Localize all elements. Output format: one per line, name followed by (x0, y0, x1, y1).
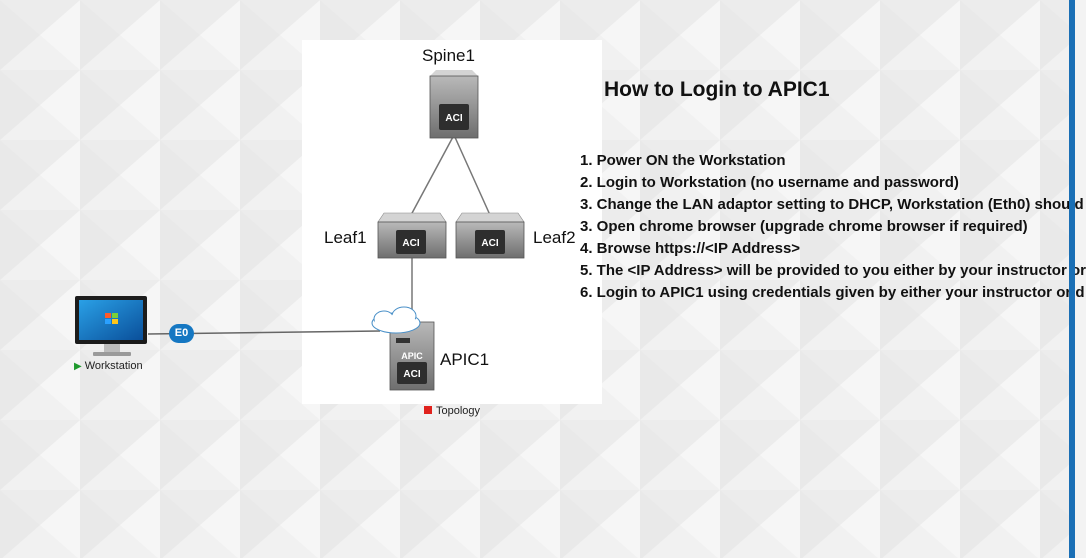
link-spine1-leaf2[interactable] (453, 134, 491, 216)
aci-badge: ACI (481, 238, 498, 249)
instruction-step: 4. Browse https://<IP Address> (580, 240, 801, 257)
workstation-name: Workstation (84, 360, 143, 372)
spine1-node[interactable]: ACI (429, 70, 479, 139)
workstation-node[interactable] (75, 296, 147, 356)
instruction-step: 3. Open chrome browser (upgrade chrome b… (580, 218, 1028, 235)
leaf1-node[interactable]: ACI (377, 212, 447, 259)
topology-tag[interactable]: Topology (424, 405, 480, 417)
interface-e0-badge[interactable]: E0 (169, 324, 194, 343)
leaf2-label: Leaf2 (533, 228, 576, 247)
instruction-step: 3. Change the LAN adaptor setting to DHC… (580, 196, 1084, 213)
instructions-title: How to Login to APIC1 (604, 78, 830, 101)
topology-tag-label: Topology (436, 405, 481, 417)
windows-logo-icon (105, 313, 118, 324)
instruction-step: 2. Login to Workstation (no username and… (580, 174, 959, 191)
link-spine1-leaf1[interactable] (410, 134, 455, 216)
workstation-label[interactable]: ▶Workstation (74, 360, 143, 372)
instructions-list: 1. Power ON the Workstation 2. Login to … (580, 150, 1086, 304)
apic1-node[interactable]: APIC ACI (371, 306, 435, 391)
play-icon: ▶ (74, 361, 82, 372)
instruction-step: 5. The <IP Address> will be provided to … (580, 262, 1086, 279)
instruction-step: 1. Power ON the Workstation (580, 152, 786, 169)
apic1-label: APIC1 (440, 350, 490, 369)
leaf2-node[interactable]: ACI (455, 212, 525, 259)
stop-square-icon (424, 406, 432, 414)
apic-badge: APIC (401, 351, 423, 361)
instruction-step: 6. Login to APIC1 using credentials give… (580, 284, 1085, 301)
spine1-label: Spine1 (422, 46, 475, 65)
cloud-icon (371, 306, 421, 334)
aci-badge: ACI (402, 238, 419, 249)
aci-badge: ACI (403, 369, 420, 380)
scrollbar-accent[interactable] (1069, 0, 1075, 558)
aci-badge: ACI (445, 113, 462, 124)
leaf1-label: Leaf1 (324, 228, 367, 247)
